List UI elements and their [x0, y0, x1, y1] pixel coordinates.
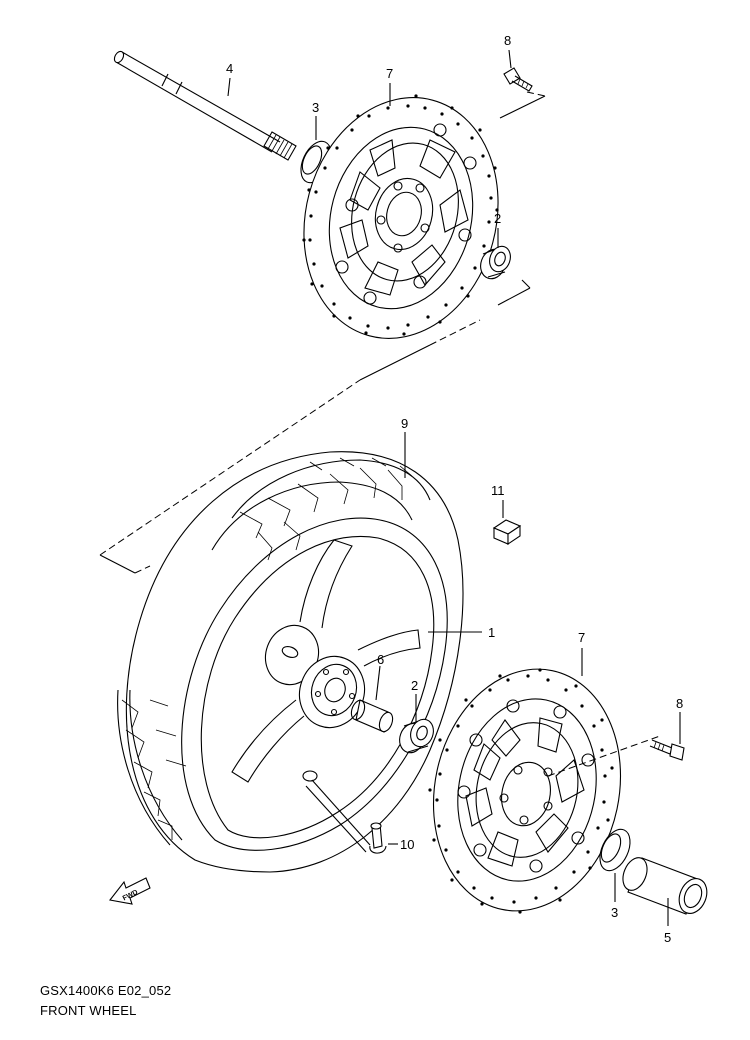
spacer-part-5 — [622, 857, 708, 926]
balance-weight-part-11 — [492, 500, 522, 546]
fwd-arrow-icon: FWD — [109, 877, 151, 905]
callout-7-bottom: 7 — [578, 630, 585, 645]
callout-5: 5 — [664, 930, 671, 945]
callout-4: 4 — [226, 61, 233, 76]
callout-3-bottom: 3 — [611, 905, 618, 920]
callout-2-bottom: 2 — [411, 678, 418, 693]
callout-10: 10 — [400, 837, 414, 852]
callout-6: 6 — [377, 652, 384, 667]
callout-7-top: 7 — [386, 66, 393, 81]
diagram-code: GSX1400K6 E02_052 — [40, 983, 172, 998]
bearing-part-2-top — [480, 245, 511, 280]
callout-8-bottom: 8 — [676, 696, 683, 711]
callout-9: 9 — [401, 416, 408, 431]
callout-1: 1 — [488, 625, 495, 640]
spacer-part-6 — [350, 665, 394, 733]
callout-11: 11 — [491, 483, 505, 498]
brake-disc-part-7-bottom — [428, 648, 661, 914]
axle-part-4 — [113, 50, 297, 161]
oil-seal-part-3-bottom — [599, 828, 631, 902]
brake-disc-part-7-top — [302, 94, 499, 339]
callout-2-top: 2 — [494, 211, 501, 226]
bearing-part-2-bottom — [399, 694, 434, 754]
callout-3-top: 3 — [312, 100, 319, 115]
wheel-part-1 — [231, 539, 421, 783]
disc-bolt-part-8-top — [499, 49, 546, 119]
callout-8-top: 8 — [504, 33, 511, 48]
diagram-title: FRONT WHEEL — [40, 1003, 137, 1018]
valve-part-10 — [305, 779, 398, 854]
disc-bolt-part-8-bottom — [649, 712, 685, 761]
